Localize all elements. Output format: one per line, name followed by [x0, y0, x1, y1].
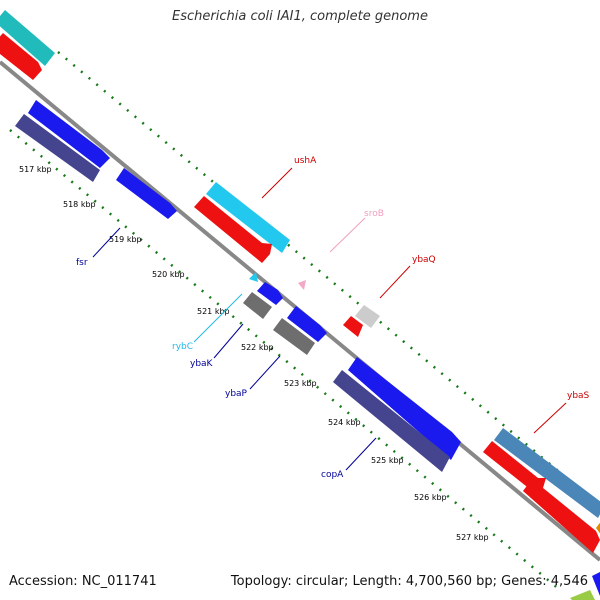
gene-label-ybaS: ybaS — [567, 391, 590, 401]
accession-text: Accession: NC_011741 — [9, 574, 157, 589]
kbp-label-517: 517 kbp — [19, 165, 52, 174]
gene-label-ybaQ: ybaQ — [412, 255, 436, 265]
gene-label-fsr: fsr — [76, 258, 88, 268]
kbp-label-526: 526 kbp — [414, 493, 447, 502]
feature-fsr — [116, 168, 177, 219]
gene-label-ybaP: ybaP — [225, 389, 248, 399]
leader-ybaK — [213, 323, 244, 359]
leader-ybaQ — [379, 265, 411, 299]
kbp-labels: 517 kbp 518 kbp 519 kbp 520 kbp 521 kbp … — [19, 165, 489, 542]
feature-sroB — [298, 280, 306, 290]
topology-text: Topology: circular; Length: 4,700,560 bp… — [230, 574, 588, 589]
feature-ybaK-gray — [243, 292, 272, 319]
leader-rybC — [193, 293, 243, 343]
gene-label-ushA: ushA — [294, 156, 317, 166]
feature-navy-1 — [15, 114, 100, 182]
feature-copA-navy — [333, 370, 450, 472]
map-title: Escherichia coli IAI1, complete genome — [172, 9, 428, 24]
feature-ushA-red — [194, 196, 272, 263]
leader-ushA — [261, 167, 293, 199]
kbp-label-525: 525 kbp — [371, 456, 404, 465]
feature-bottom-edge — [570, 590, 595, 600]
tick-track-outer — [57, 51, 600, 507]
feature-rybC — [249, 272, 258, 282]
feature-ybaP-blue — [287, 306, 327, 342]
leader-sroB — [329, 217, 366, 253]
feature-orange-edge — [596, 522, 600, 534]
gene-labels: ushA sroB ybaQ fsr rybC ybaK ybaP copA y… — [76, 156, 590, 480]
feature-ybaK-blue — [257, 282, 283, 305]
kbp-label-520: 520 kbp — [152, 270, 185, 279]
kbp-label-522: 522 kbp — [241, 343, 274, 352]
leader-copA — [345, 437, 377, 471]
feature-ybaQ-red — [343, 316, 363, 337]
gene-label-copA: copA — [321, 470, 344, 480]
kbp-label-527: 527 kbp — [456, 533, 489, 542]
feature-bottom-edge-blue — [592, 572, 600, 596]
leader-ybaS — [533, 402, 567, 434]
leader-lines — [92, 167, 567, 471]
kbp-label-524: 524 kbp — [328, 418, 361, 427]
kbp-label-521: 521 kbp — [197, 307, 230, 316]
feature-ushA — [206, 182, 290, 253]
feature-ybaQ-gray — [355, 305, 380, 328]
kbp-label-518: 518 kbp — [63, 200, 96, 209]
feature-ybaS — [494, 428, 600, 518]
feature-ybaS-red — [483, 441, 546, 494]
kbp-label-519: 519 kbp — [109, 235, 142, 244]
feature-red-top — [0, 33, 42, 80]
tick-track-inner — [9, 129, 561, 591]
leader-fsr — [92, 227, 121, 258]
leader-ybaP — [249, 355, 281, 390]
feature-blue-1 — [28, 100, 110, 168]
gene-label-sroB: sroB — [364, 209, 384, 219]
gene-label-ybaK: ybaK — [190, 359, 214, 369]
feature-copA-blue — [348, 357, 461, 460]
kbp-label-523: 523 kbp — [284, 379, 317, 388]
feature-red-bottom — [523, 479, 600, 553]
gene-label-rybC: rybC — [172, 342, 193, 352]
feature-teal-top — [0, 10, 55, 66]
feature-ybaP-gray — [273, 318, 315, 355]
